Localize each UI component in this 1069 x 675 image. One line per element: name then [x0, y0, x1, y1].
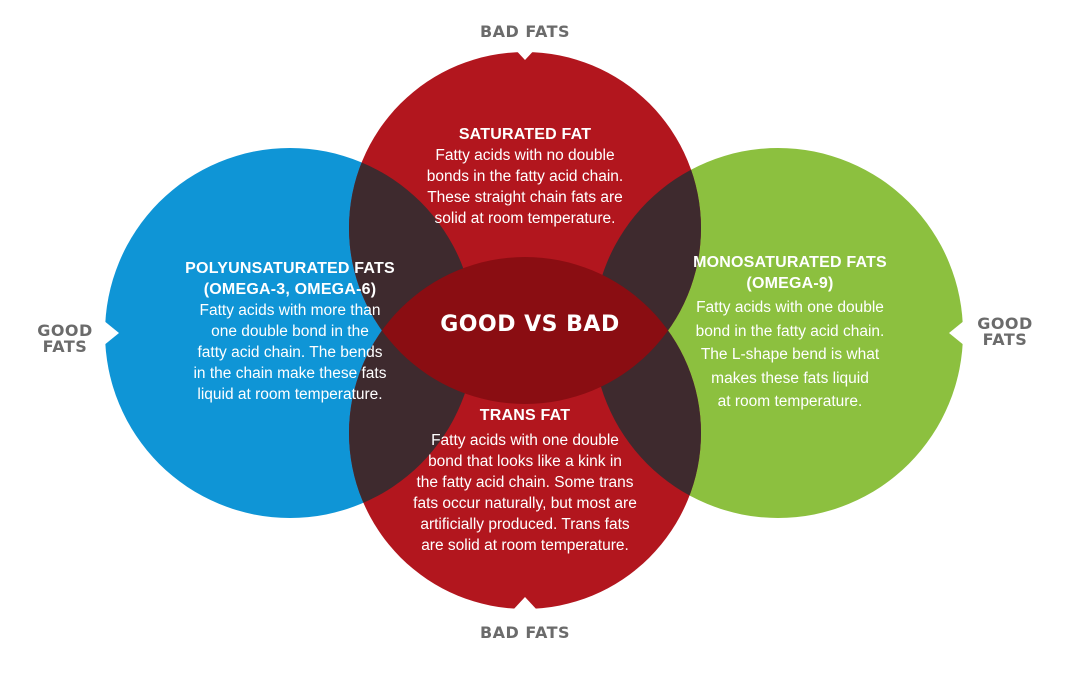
- polyunsaturated-desc-5: liquid at room temperature.: [197, 386, 383, 403]
- overlap-bottom-right: [593, 257, 701, 518]
- left-fats-line: FATS: [42, 337, 88, 356]
- trans-desc-2: bond that looks like a kink in: [428, 453, 622, 470]
- notch-right: [949, 320, 965, 346]
- left-good-fats-label: GOOD FATS: [22, 323, 108, 355]
- saturated-desc-3: These straight chain fats are: [427, 189, 623, 206]
- overlap-bottom-left: [349, 257, 475, 518]
- monosaturated-desc-4: makes these fats liquid: [711, 369, 869, 387]
- polyunsaturated-desc-2: one double bond in the: [211, 323, 369, 340]
- trans-desc-6: are solid at room temperature.: [421, 537, 629, 554]
- saturated-desc-2: bonds in the fatty acid chain.: [426, 168, 624, 185]
- bottom-bad-fats-label: BAD FATS: [479, 623, 571, 642]
- overlap-top-right: [593, 148, 701, 404]
- right-good-fats-label: GOOD FATS: [962, 316, 1048, 348]
- trans-desc-1: Fatty acids with one double: [431, 432, 619, 449]
- monosaturated-desc-5: at room temperature.: [717, 393, 863, 410]
- right-good-line: GOOD: [977, 314, 1033, 333]
- monosaturated-text: MONOSATURATED FATS (OMEGA-9) Fatty acids…: [660, 252, 920, 414]
- saturated-title: SATURATED FAT: [458, 126, 592, 143]
- top-bad-fats-label: BAD FATS: [479, 22, 571, 41]
- polyunsaturated-desc-1: Fatty acids with more than: [199, 302, 381, 319]
- polyunsaturated-desc-4: in the chain make these fats: [193, 365, 387, 382]
- overlap-top-left: [349, 148, 475, 404]
- saturated-desc-4: solid at room temperature.: [434, 210, 616, 227]
- monosaturated-title-2: (OMEGA-9): [746, 275, 834, 292]
- trans-title: TRANS FAT: [479, 407, 571, 424]
- monosaturated-title-1: MONOSATURATED FATS: [693, 254, 887, 271]
- saturated-text: SATURATED FAT Fatty acids with no double…: [385, 124, 665, 229]
- right-fats-line: FATS: [982, 330, 1028, 349]
- monosaturated-desc-3: The L-shape bend is what: [700, 346, 880, 363]
- monosaturated-desc-1: Fatty acids with one double: [696, 299, 884, 316]
- polyunsaturated-text: POLYUNSATURATED FATS (OMEGA-3, OMEGA-6) …: [160, 258, 420, 405]
- monosaturated-desc-2: bond in the fatty acid chain.: [695, 322, 885, 340]
- center-title: GOOD VS BAD: [440, 312, 620, 337]
- polyunsaturated-title-1: POLYUNSATURATED FATS: [185, 260, 395, 277]
- notch-top: [512, 46, 538, 60]
- trans-desc-5: artificially produced. Trans fats: [420, 516, 630, 533]
- notch-bottom: [512, 597, 538, 611]
- polyunsaturated-title-2: (OMEGA-3, OMEGA-6): [203, 281, 377, 298]
- trans-desc-4: fats occur naturally, but most are: [413, 495, 637, 512]
- saturated-desc-1: Fatty acids with no double: [435, 147, 615, 164]
- trans-text: TRANS FAT Fatty acids with one double bo…: [375, 405, 675, 556]
- trans-desc-3: the fatty acid chain. Some trans: [416, 474, 634, 491]
- polyunsaturated-desc-3: fatty acid chain. The bends: [197, 344, 383, 361]
- left-good-line: GOOD: [37, 321, 93, 340]
- overlap-center: [349, 257, 701, 404]
- notch-left: [103, 320, 119, 346]
